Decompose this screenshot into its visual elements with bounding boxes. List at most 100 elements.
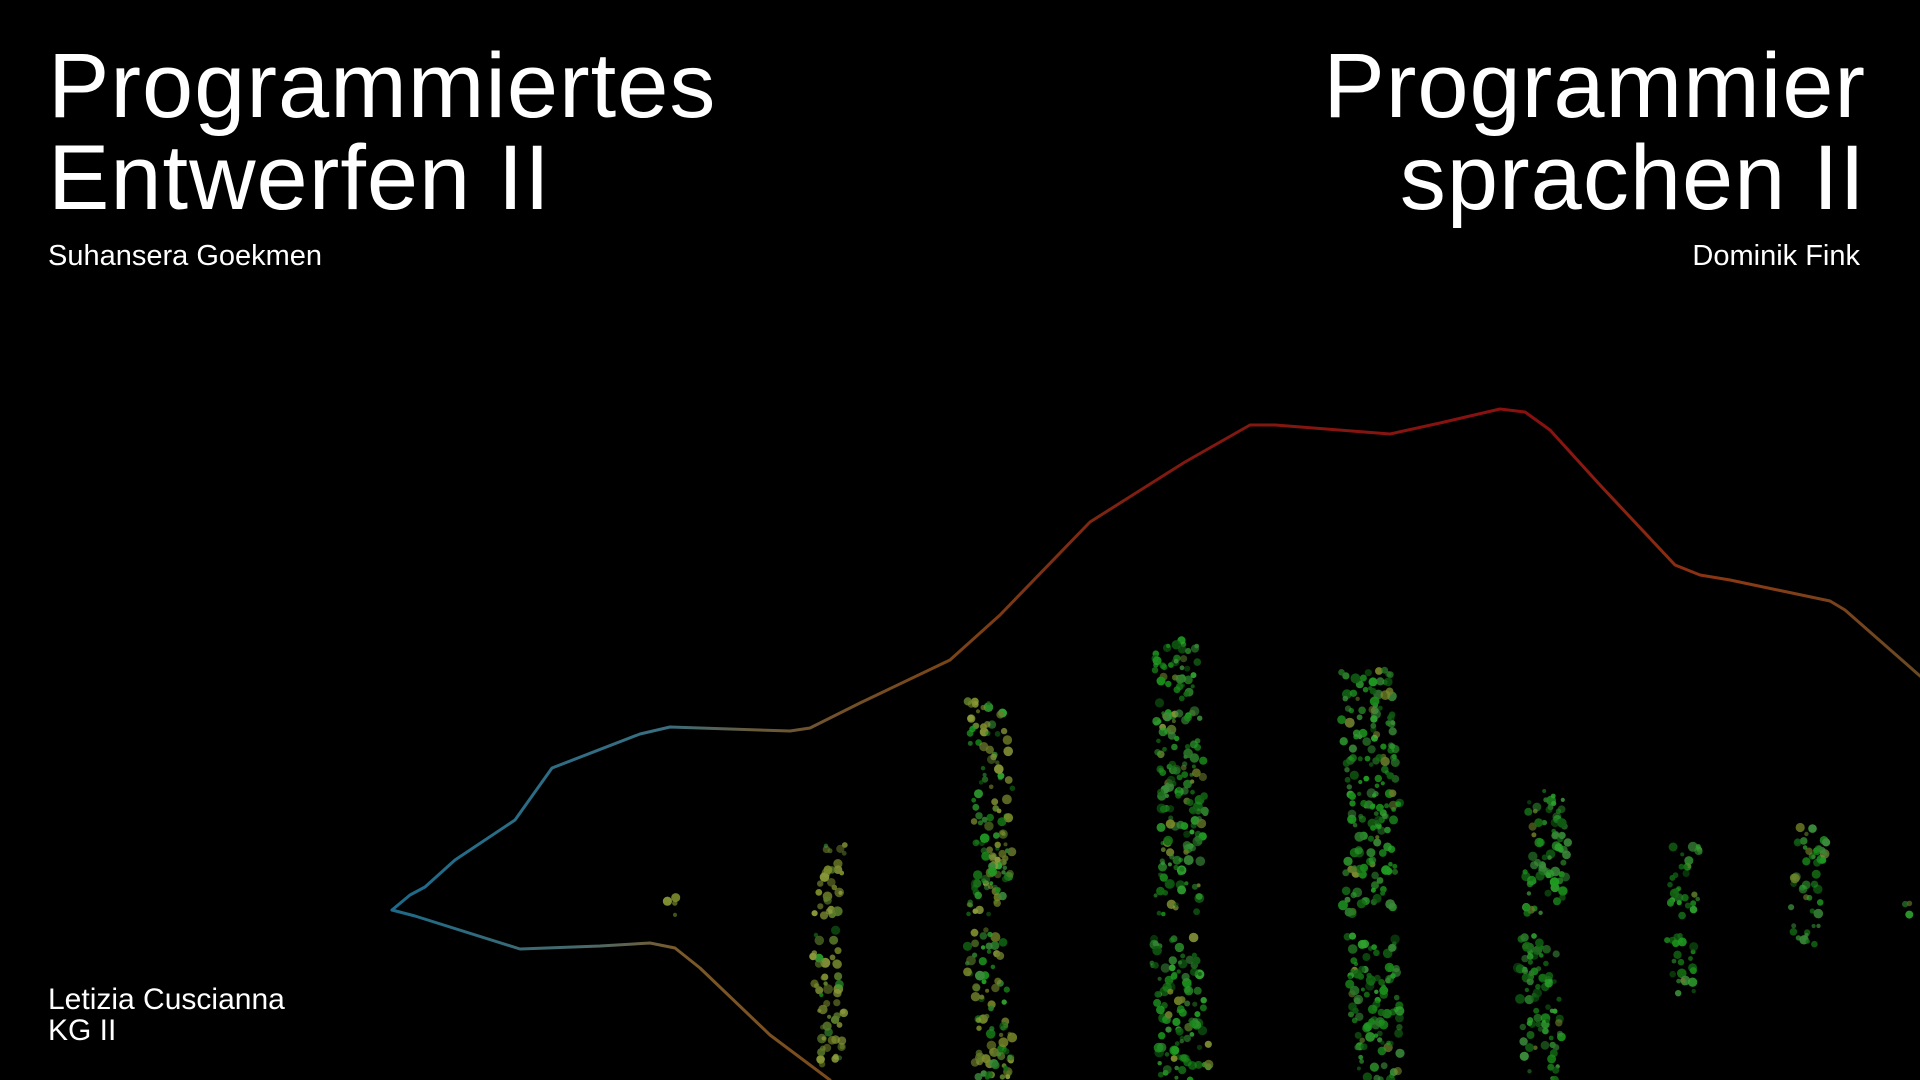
- cluster-dot: [1393, 994, 1400, 1001]
- cluster-dot: [1386, 1074, 1396, 1080]
- cluster-dot: [1003, 842, 1008, 847]
- cluster-dot: [1393, 1006, 1399, 1013]
- cluster-dot: [1687, 977, 1698, 987]
- cluster-dot: [1378, 1020, 1389, 1030]
- cluster-dot: [1162, 890, 1169, 896]
- cluster-dot: [1531, 993, 1540, 1002]
- cluster-dot: [1555, 1019, 1563, 1027]
- cluster-dot: [962, 941, 973, 951]
- cluster-dot: [1183, 713, 1192, 722]
- cluster-dot: [1167, 862, 1172, 867]
- cluster-dot: [1189, 1032, 1195, 1037]
- cluster-dot: [986, 949, 992, 954]
- cluster-dot: [1527, 959, 1533, 965]
- cluster-dot: [1527, 1069, 1532, 1074]
- cluster-dot: [1180, 953, 1186, 959]
- cluster-dot: [1380, 690, 1391, 700]
- cluster-dot: [837, 1036, 847, 1045]
- cluster-dot: [1174, 1075, 1179, 1080]
- cluster-dot: [1534, 818, 1543, 828]
- cluster-dot: [1195, 856, 1206, 866]
- cluster-dot: [1373, 1074, 1381, 1080]
- cluster-dot: [1359, 1059, 1364, 1064]
- cluster-dot: [1179, 1054, 1187, 1062]
- cluster-dot: [823, 896, 829, 903]
- course-title-right-line2: sprachen II: [1399, 127, 1866, 229]
- cluster-dot: [1377, 1008, 1386, 1017]
- cluster-dot: [1395, 1013, 1404, 1023]
- cluster-dot: [980, 704, 986, 711]
- cluster-dot: [1180, 822, 1189, 830]
- cluster-dot: [1177, 870, 1183, 876]
- cluster-dot: [1675, 990, 1682, 997]
- cluster-dot: [1816, 899, 1824, 906]
- cluster-dot: [1380, 743, 1387, 750]
- cluster-dot: [1173, 686, 1181, 694]
- cluster-dot: [1677, 968, 1687, 979]
- cluster-dot: [1362, 1023, 1371, 1033]
- cluster-dot: [1388, 943, 1396, 952]
- cluster-dot: [1358, 1054, 1364, 1060]
- cluster-dot: [1161, 713, 1167, 719]
- cluster-dot: [1355, 1012, 1364, 1021]
- cluster-dot: [1811, 923, 1816, 929]
- cluster-dot: [967, 714, 974, 722]
- cluster-dot: [1191, 883, 1198, 890]
- cluster-dot: [1543, 960, 1549, 967]
- cluster-dot: [1181, 972, 1190, 982]
- cluster-dot: [833, 859, 843, 869]
- cluster-dot: [972, 983, 981, 992]
- cluster-dot: [1545, 972, 1554, 980]
- cluster-dot: [1556, 996, 1562, 1002]
- cluster-dot: [1167, 988, 1174, 995]
- cluster-dot: [1190, 684, 1195, 689]
- cluster-dot: [1357, 734, 1363, 740]
- cluster-dot: [1539, 953, 1544, 958]
- cluster-dot: [1200, 792, 1208, 800]
- cluster-dot: [1392, 863, 1398, 869]
- cluster-dot: [1176, 969, 1181, 974]
- cluster-dot: [1689, 905, 1698, 914]
- cluster-dot: [998, 938, 1008, 947]
- cluster-dot: [1543, 797, 1549, 803]
- cluster-dot: [999, 1074, 1006, 1080]
- cluster-dot: [1676, 978, 1681, 984]
- cluster-dot: [990, 753, 997, 761]
- cluster-dot: [1166, 643, 1171, 649]
- cluster-dot: [1360, 799, 1368, 808]
- cluster-dot: [1196, 816, 1202, 822]
- cluster-dot: [1533, 1007, 1540, 1014]
- cluster-dot: [1360, 1043, 1368, 1051]
- cluster-dot: [996, 951, 1005, 961]
- cluster-dot: [1384, 826, 1391, 834]
- cluster-dot: [972, 952, 978, 958]
- cluster-dot: [1372, 793, 1377, 798]
- cluster-dot: [986, 813, 994, 822]
- cluster-dot: [1369, 1062, 1379, 1072]
- cluster-dot: [1004, 848, 1010, 853]
- cluster-dot: [1562, 850, 1571, 860]
- cluster-dot: [1189, 806, 1198, 815]
- cluster-dot: [1527, 1017, 1534, 1024]
- cluster-dot: [993, 832, 1000, 839]
- cluster-dot: [974, 1073, 983, 1080]
- cluster-dot: [1347, 809, 1357, 819]
- cluster-dot: [1002, 794, 1012, 805]
- cluster-dot: [1344, 705, 1352, 712]
- cluster-dot: [1368, 677, 1378, 687]
- cluster-dot: [1558, 831, 1566, 840]
- cluster-dot: [1173, 658, 1179, 664]
- cluster-dot: [1009, 785, 1016, 792]
- cluster-dot: [1002, 865, 1008, 871]
- cluster-dot: [1192, 1001, 1198, 1007]
- cluster-dot: [975, 709, 981, 714]
- cluster-dot: [987, 867, 997, 877]
- cluster-dot: [1174, 1041, 1180, 1046]
- cluster-dot: [1344, 717, 1355, 728]
- course-title-right: Programmier sprachen II: [1323, 40, 1866, 224]
- cluster-dot: [1338, 900, 1348, 911]
- cluster-dot: [1156, 822, 1166, 832]
- cluster-dot: [1388, 727, 1397, 736]
- cluster-dot: [1519, 1037, 1528, 1046]
- cluster-dot: [1168, 956, 1178, 965]
